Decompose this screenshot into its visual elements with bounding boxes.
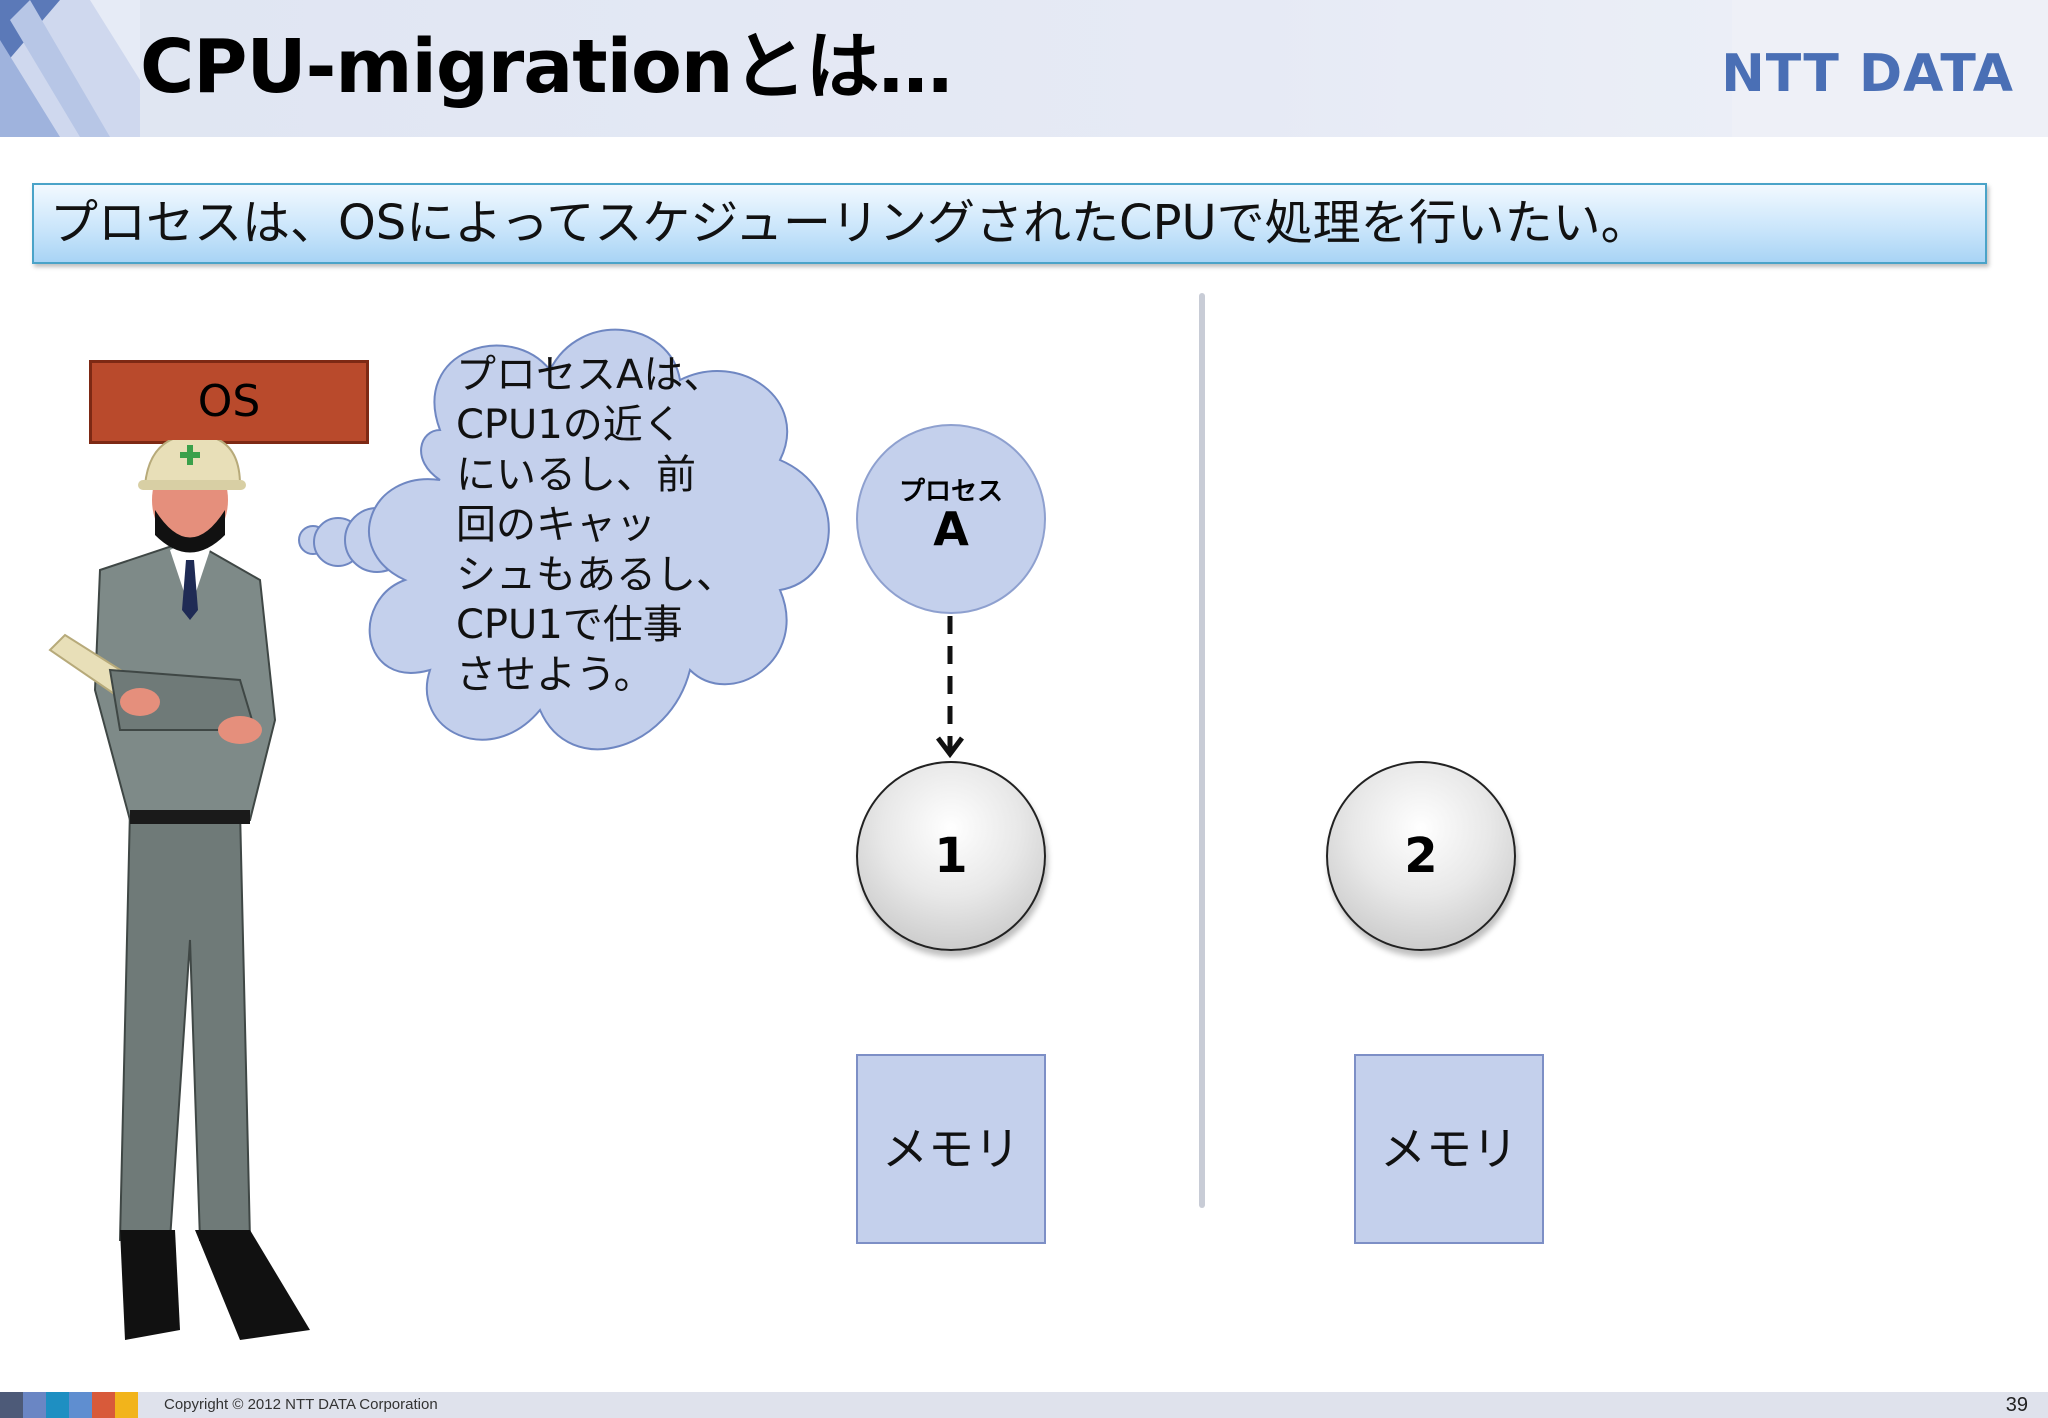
footer-stripe [23, 1392, 46, 1418]
brand-logo: NTT DATA [1721, 44, 2014, 104]
thought-text: プロセスAは、 CPU1の近く にいるし、前 回のキャッ シュもあるし、 CPU… [456, 350, 756, 700]
cpu-2-node: 2 [1326, 761, 1516, 951]
memory-box-2: メモリ [1354, 1054, 1544, 1244]
copyright-text: Copyright © 2012 NTT DATA Corporation [164, 1396, 438, 1413]
process-a-node: プロセス A [856, 424, 1046, 614]
subtitle-banner: プロセスは、OSによってスケジューリングされたCPUで処理を行いたい。 [32, 183, 1987, 264]
thought-line: させよう。 [456, 652, 654, 698]
corner-decoration-icon [0, 0, 140, 137]
footer-stripe [46, 1392, 69, 1418]
memory-box-1: メモリ [856, 1054, 1046, 1244]
page-number: 39 [2005, 1394, 2028, 1416]
page-title: CPU-migrationとは… [140, 24, 952, 110]
process-name: A [933, 502, 969, 556]
thought-line: 回のキャッ [456, 502, 656, 548]
thought-line: シュもあるし、 [456, 552, 736, 598]
footer-stripe [92, 1392, 115, 1418]
cpu-1-node: 1 [856, 761, 1046, 951]
footer-stripe [115, 1392, 138, 1418]
thought-line: CPU1の近く [456, 402, 683, 448]
footer-bar: Copyright © 2012 NTT DATA Corporation 39 [0, 1392, 2048, 1418]
os-label: OS [89, 360, 369, 444]
process-label: プロセス [898, 477, 1003, 507]
worker-figure-icon [48, 440, 310, 1340]
vertical-divider [1199, 293, 1205, 1208]
footer-color-stripes [0, 1392, 138, 1418]
thought-line: CPU1で仕事 [456, 602, 683, 648]
thought-cloud-icon [298, 328, 830, 751]
dashed-arrow-down-icon [936, 616, 964, 759]
header-bar [0, 0, 2048, 137]
thought-line: プロセスAは、 [456, 352, 724, 398]
footer-stripe [69, 1392, 92, 1418]
footer-stripe [0, 1392, 23, 1418]
subtitle-text: プロセスは、OSによってスケジューリングされたCPUで処理を行いたい。 [50, 195, 1649, 251]
thought-line: にいるし、前 [456, 452, 696, 498]
logo-panel [1732, 0, 2048, 137]
